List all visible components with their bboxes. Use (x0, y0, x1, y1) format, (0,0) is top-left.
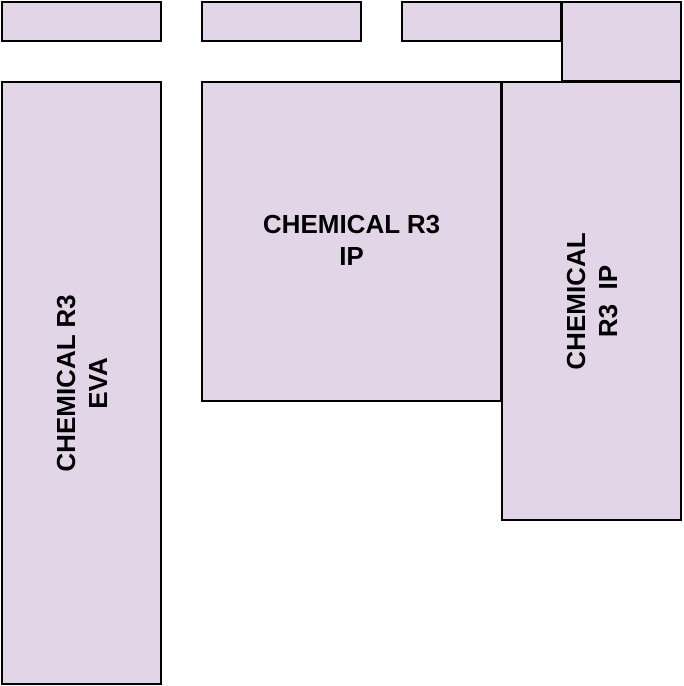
chemical-r3-eva-label: CHEMICAL R3 EVA (50, 294, 113, 472)
top-block-corner (561, 1, 682, 82)
chemical-r3-eva-block: CHEMICAL R3 EVA (1, 81, 162, 685)
chemical-r3-ip-side-label: CHEMICAL R3 IP (560, 232, 623, 370)
top-block-2 (201, 1, 362, 42)
chemical-r3-ip-side-block: CHEMICAL R3 IP (501, 81, 682, 521)
chemical-r3-ip-label: CHEMICAL R3 IP (262, 209, 441, 271)
top-block-3 (401, 1, 562, 42)
chemical-r3-ip-block: CHEMICAL R3 IP (201, 81, 502, 402)
top-block-1 (1, 1, 162, 42)
